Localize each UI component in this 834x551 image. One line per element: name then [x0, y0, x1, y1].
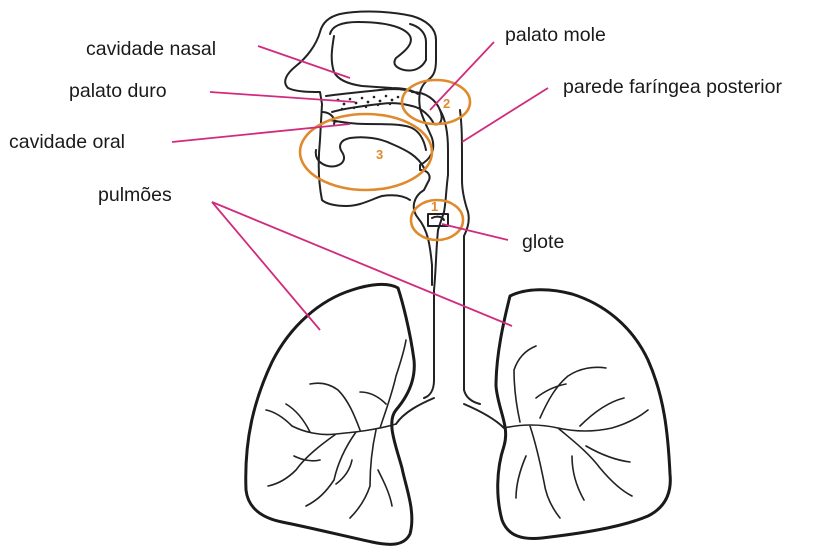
leader-pulmoes-left	[212, 202, 320, 330]
label-pulmoes: pulmões	[98, 184, 172, 206]
label-palato-duro: palato duro	[69, 80, 167, 102]
label-palato-mole: palato mole	[505, 24, 606, 46]
leader-cavidade-oral	[172, 124, 350, 142]
left-bronchial-tree	[266, 340, 406, 518]
leader-pulmoes-right	[212, 202, 512, 326]
soft-palate-number: 2	[443, 96, 450, 111]
leader-palato-duro	[210, 92, 355, 102]
right-lung-outline	[496, 290, 670, 539]
lungs-drawing	[246, 284, 671, 544]
leader-parede-faringea	[462, 88, 548, 142]
label-cavidade-oral: cavidade oral	[9, 131, 125, 153]
leader-palato-mole	[430, 42, 494, 110]
bronchi	[396, 398, 504, 428]
label-glote: glote	[522, 231, 564, 253]
oral-cavity-number: 3	[376, 147, 383, 162]
vocal-tract-drawing	[285, 12, 504, 428]
leader-cavidade-nasal	[258, 46, 350, 78]
nasal-cavity-outline	[330, 22, 426, 94]
head-outline	[285, 12, 436, 285]
label-cavidade-nasal: cavidade nasal	[86, 38, 216, 60]
label-parede-faringea-posterior: parede faríngea posterior	[563, 76, 782, 98]
right-bronchial-tree	[504, 346, 648, 518]
left-lung-outline	[246, 284, 415, 544]
glottis-number: 1	[431, 199, 438, 214]
